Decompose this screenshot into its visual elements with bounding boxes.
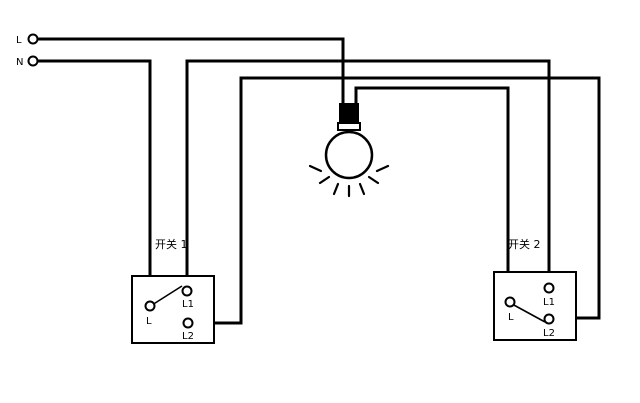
switch-1-label-l2: L2 (182, 331, 194, 342)
switch-1-lever (151, 285, 183, 306)
switch-1-label-l: L (146, 316, 152, 327)
terminal-label-n: N (16, 57, 23, 68)
switch-1-title: 开关 1 (155, 237, 188, 251)
neutral-wire (36, 59, 152, 307)
switch-2-label-l2: L2 (543, 328, 555, 339)
switch-1-terminal-l2 (182, 317, 194, 329)
terminal-label-l: L (16, 35, 22, 46)
switch-1-label-l1: L1 (182, 299, 194, 310)
terminal-l (27, 33, 39, 45)
lamp-socket (339, 103, 359, 123)
switch-2-title: 开关 2 (508, 237, 541, 251)
switch-2-terminal-l2 (543, 313, 555, 325)
switch-2-label-l1: L1 (543, 297, 555, 308)
switch-2-lever (511, 303, 546, 323)
lamp-return-wire (354, 86, 510, 303)
switch-1-box (131, 275, 215, 344)
switch-1-terminal-l1 (181, 285, 193, 297)
switch-1: 开关 1 L L1 L2 (131, 237, 215, 344)
lamp-rays (308, 164, 390, 198)
switch-2: 开关 2 L L1 L2 (493, 237, 577, 341)
terminal-n (27, 55, 39, 67)
traveller-wire-l2 (188, 76, 601, 325)
switch-1-terminal-l (144, 300, 156, 312)
wiring (36, 37, 601, 325)
lamp-base (337, 122, 361, 131)
switch-2-terminal-l (504, 296, 516, 308)
traveller-wire-l1 (185, 59, 551, 292)
switch-2-label-l: L (508, 312, 514, 323)
light-bulb-icon (308, 103, 390, 198)
lamp-glass (324, 130, 374, 180)
live-wire (36, 37, 345, 106)
power-terminals: L N (16, 33, 39, 68)
switch-2-terminal-l1 (543, 282, 555, 294)
